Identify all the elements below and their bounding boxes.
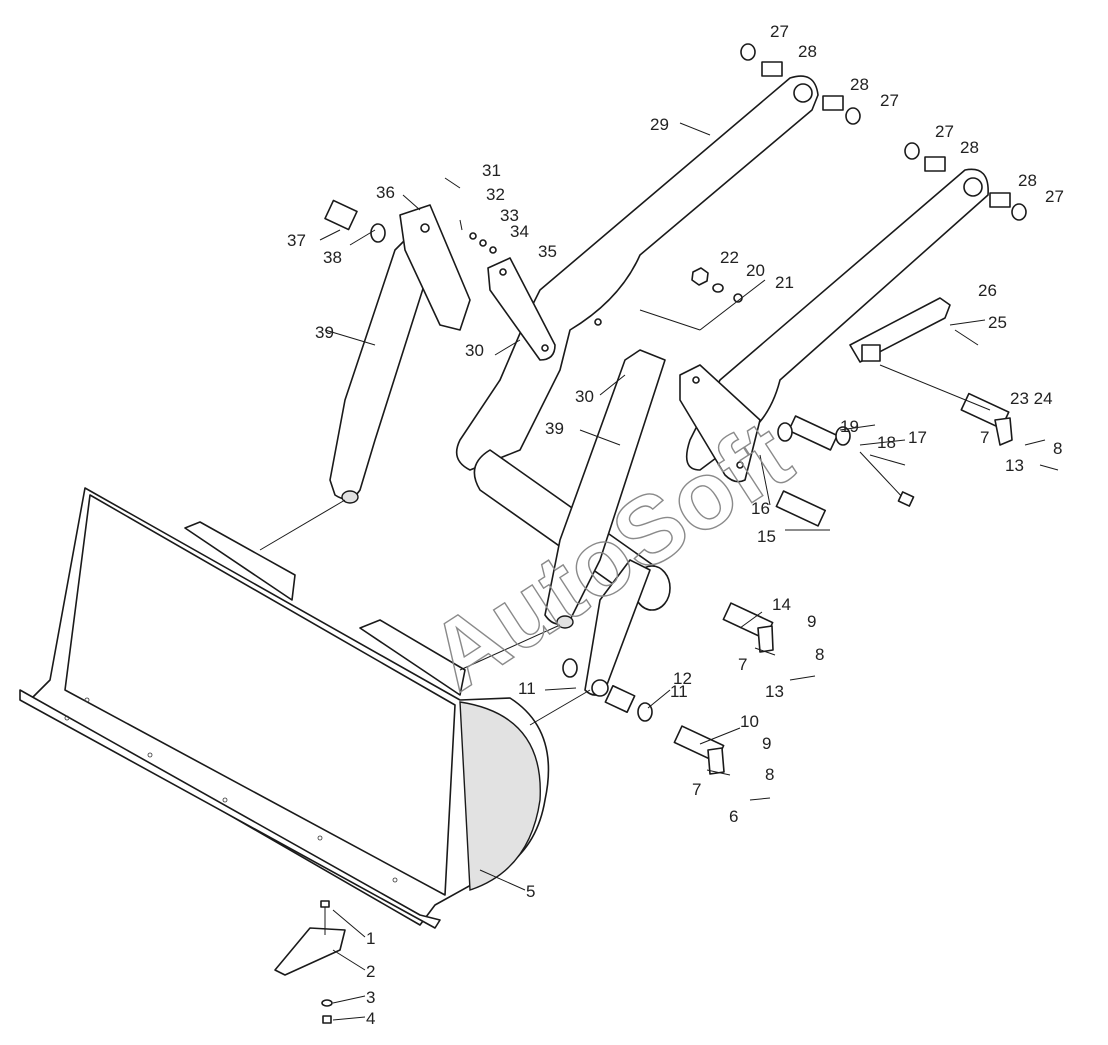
callout-8: 8 bbox=[765, 765, 774, 784]
bolt-17 bbox=[859, 451, 915, 507]
callout-7: 7 bbox=[692, 780, 701, 799]
callout-6: 6 bbox=[729, 807, 738, 826]
callout-29: 29 bbox=[650, 115, 669, 134]
pin-10 bbox=[673, 725, 725, 775]
callout-36: 36 bbox=[376, 183, 395, 202]
callout-22: 22 bbox=[720, 248, 739, 267]
callout-13: 13 bbox=[765, 682, 784, 701]
callout-10: 10 bbox=[740, 712, 759, 731]
lift-arm-right bbox=[685, 168, 989, 471]
leader-lines bbox=[259, 122, 1059, 1021]
callout-35: 35 bbox=[538, 242, 557, 261]
callout-27: 27 bbox=[880, 91, 899, 110]
callout-25: 25 bbox=[988, 313, 1007, 332]
pivot-bracket-36 bbox=[399, 204, 471, 331]
callout-30: 30 bbox=[465, 341, 484, 360]
callout-26: 26 bbox=[978, 281, 997, 300]
callout-38: 38 bbox=[323, 248, 342, 267]
callout-8: 8 bbox=[815, 645, 824, 664]
callout-4: 4 bbox=[366, 1009, 375, 1028]
callout-2: 2 bbox=[366, 962, 375, 981]
callout-12: 12 bbox=[673, 669, 692, 688]
callout-27: 27 bbox=[1045, 187, 1064, 206]
bushing-12 bbox=[604, 684, 636, 714]
lower-link bbox=[584, 559, 651, 697]
pin-15 bbox=[775, 490, 827, 527]
callout-39: 39 bbox=[545, 419, 564, 438]
callout-9: 9 bbox=[807, 612, 816, 631]
callout-13: 13 bbox=[1005, 456, 1024, 475]
callout-8: 8 bbox=[1053, 439, 1062, 458]
small-hardware-31-35 bbox=[444, 177, 497, 254]
callout-20: 20 bbox=[746, 261, 765, 280]
callout-32: 32 bbox=[486, 185, 505, 204]
bracket-26 bbox=[849, 297, 979, 363]
callout-7: 7 bbox=[738, 655, 747, 674]
bushing-37-38 bbox=[324, 199, 386, 243]
callout-21: 21 bbox=[775, 273, 794, 292]
callout-11: 11 bbox=[670, 682, 688, 701]
plate-30-right bbox=[679, 364, 761, 483]
callout-30: 30 bbox=[575, 387, 594, 406]
callout-3: 3 bbox=[366, 988, 375, 1007]
callout-39: 39 bbox=[315, 323, 334, 342]
bucket-tooth bbox=[274, 900, 346, 1024]
callout-33: 33 bbox=[500, 206, 519, 225]
callout-9: 9 bbox=[762, 734, 771, 753]
callout-15: 15 bbox=[757, 527, 776, 546]
callout-31: 31 bbox=[482, 161, 501, 180]
washer-18 bbox=[835, 426, 851, 446]
callout-19: 19 bbox=[840, 417, 859, 436]
callout-16: 16 bbox=[751, 499, 770, 518]
callout-14: 14 bbox=[772, 595, 791, 614]
callout-18: 18 bbox=[877, 433, 896, 452]
callout-37: 37 bbox=[287, 231, 306, 250]
callout-17: 17 bbox=[908, 428, 927, 447]
callout-27: 27 bbox=[935, 122, 954, 141]
callout-7: 7 bbox=[980, 428, 989, 447]
lift-arm-left bbox=[455, 75, 819, 471]
callout-5: 5 bbox=[526, 882, 535, 901]
callout-28: 28 bbox=[960, 138, 979, 157]
callout-1: 1 bbox=[366, 929, 375, 948]
callout-27: 27 bbox=[770, 22, 789, 41]
pin-19 bbox=[777, 415, 839, 451]
pins-27-28 bbox=[740, 43, 1027, 221]
callout-labels: 1 2 3 4 5 6 7 7 7 8 8 8 9 9 10 11 11 12 … bbox=[287, 22, 1064, 1028]
pin-23 bbox=[960, 392, 1013, 446]
callout-28: 28 bbox=[1018, 171, 1037, 190]
nuts-20-22 bbox=[691, 267, 743, 303]
callout-23-24: 23 24 bbox=[1010, 389, 1053, 408]
callout-11: 11 bbox=[518, 679, 536, 698]
link-arm-39-right bbox=[544, 349, 666, 629]
plate-30-left bbox=[487, 257, 556, 361]
pin-14 bbox=[722, 602, 774, 653]
callout-28: 28 bbox=[798, 42, 817, 61]
link-arm-39-left bbox=[329, 224, 441, 504]
callout-28: 28 bbox=[850, 75, 869, 94]
bucket-5 bbox=[19, 487, 550, 929]
callout-34: 34 bbox=[510, 222, 529, 241]
